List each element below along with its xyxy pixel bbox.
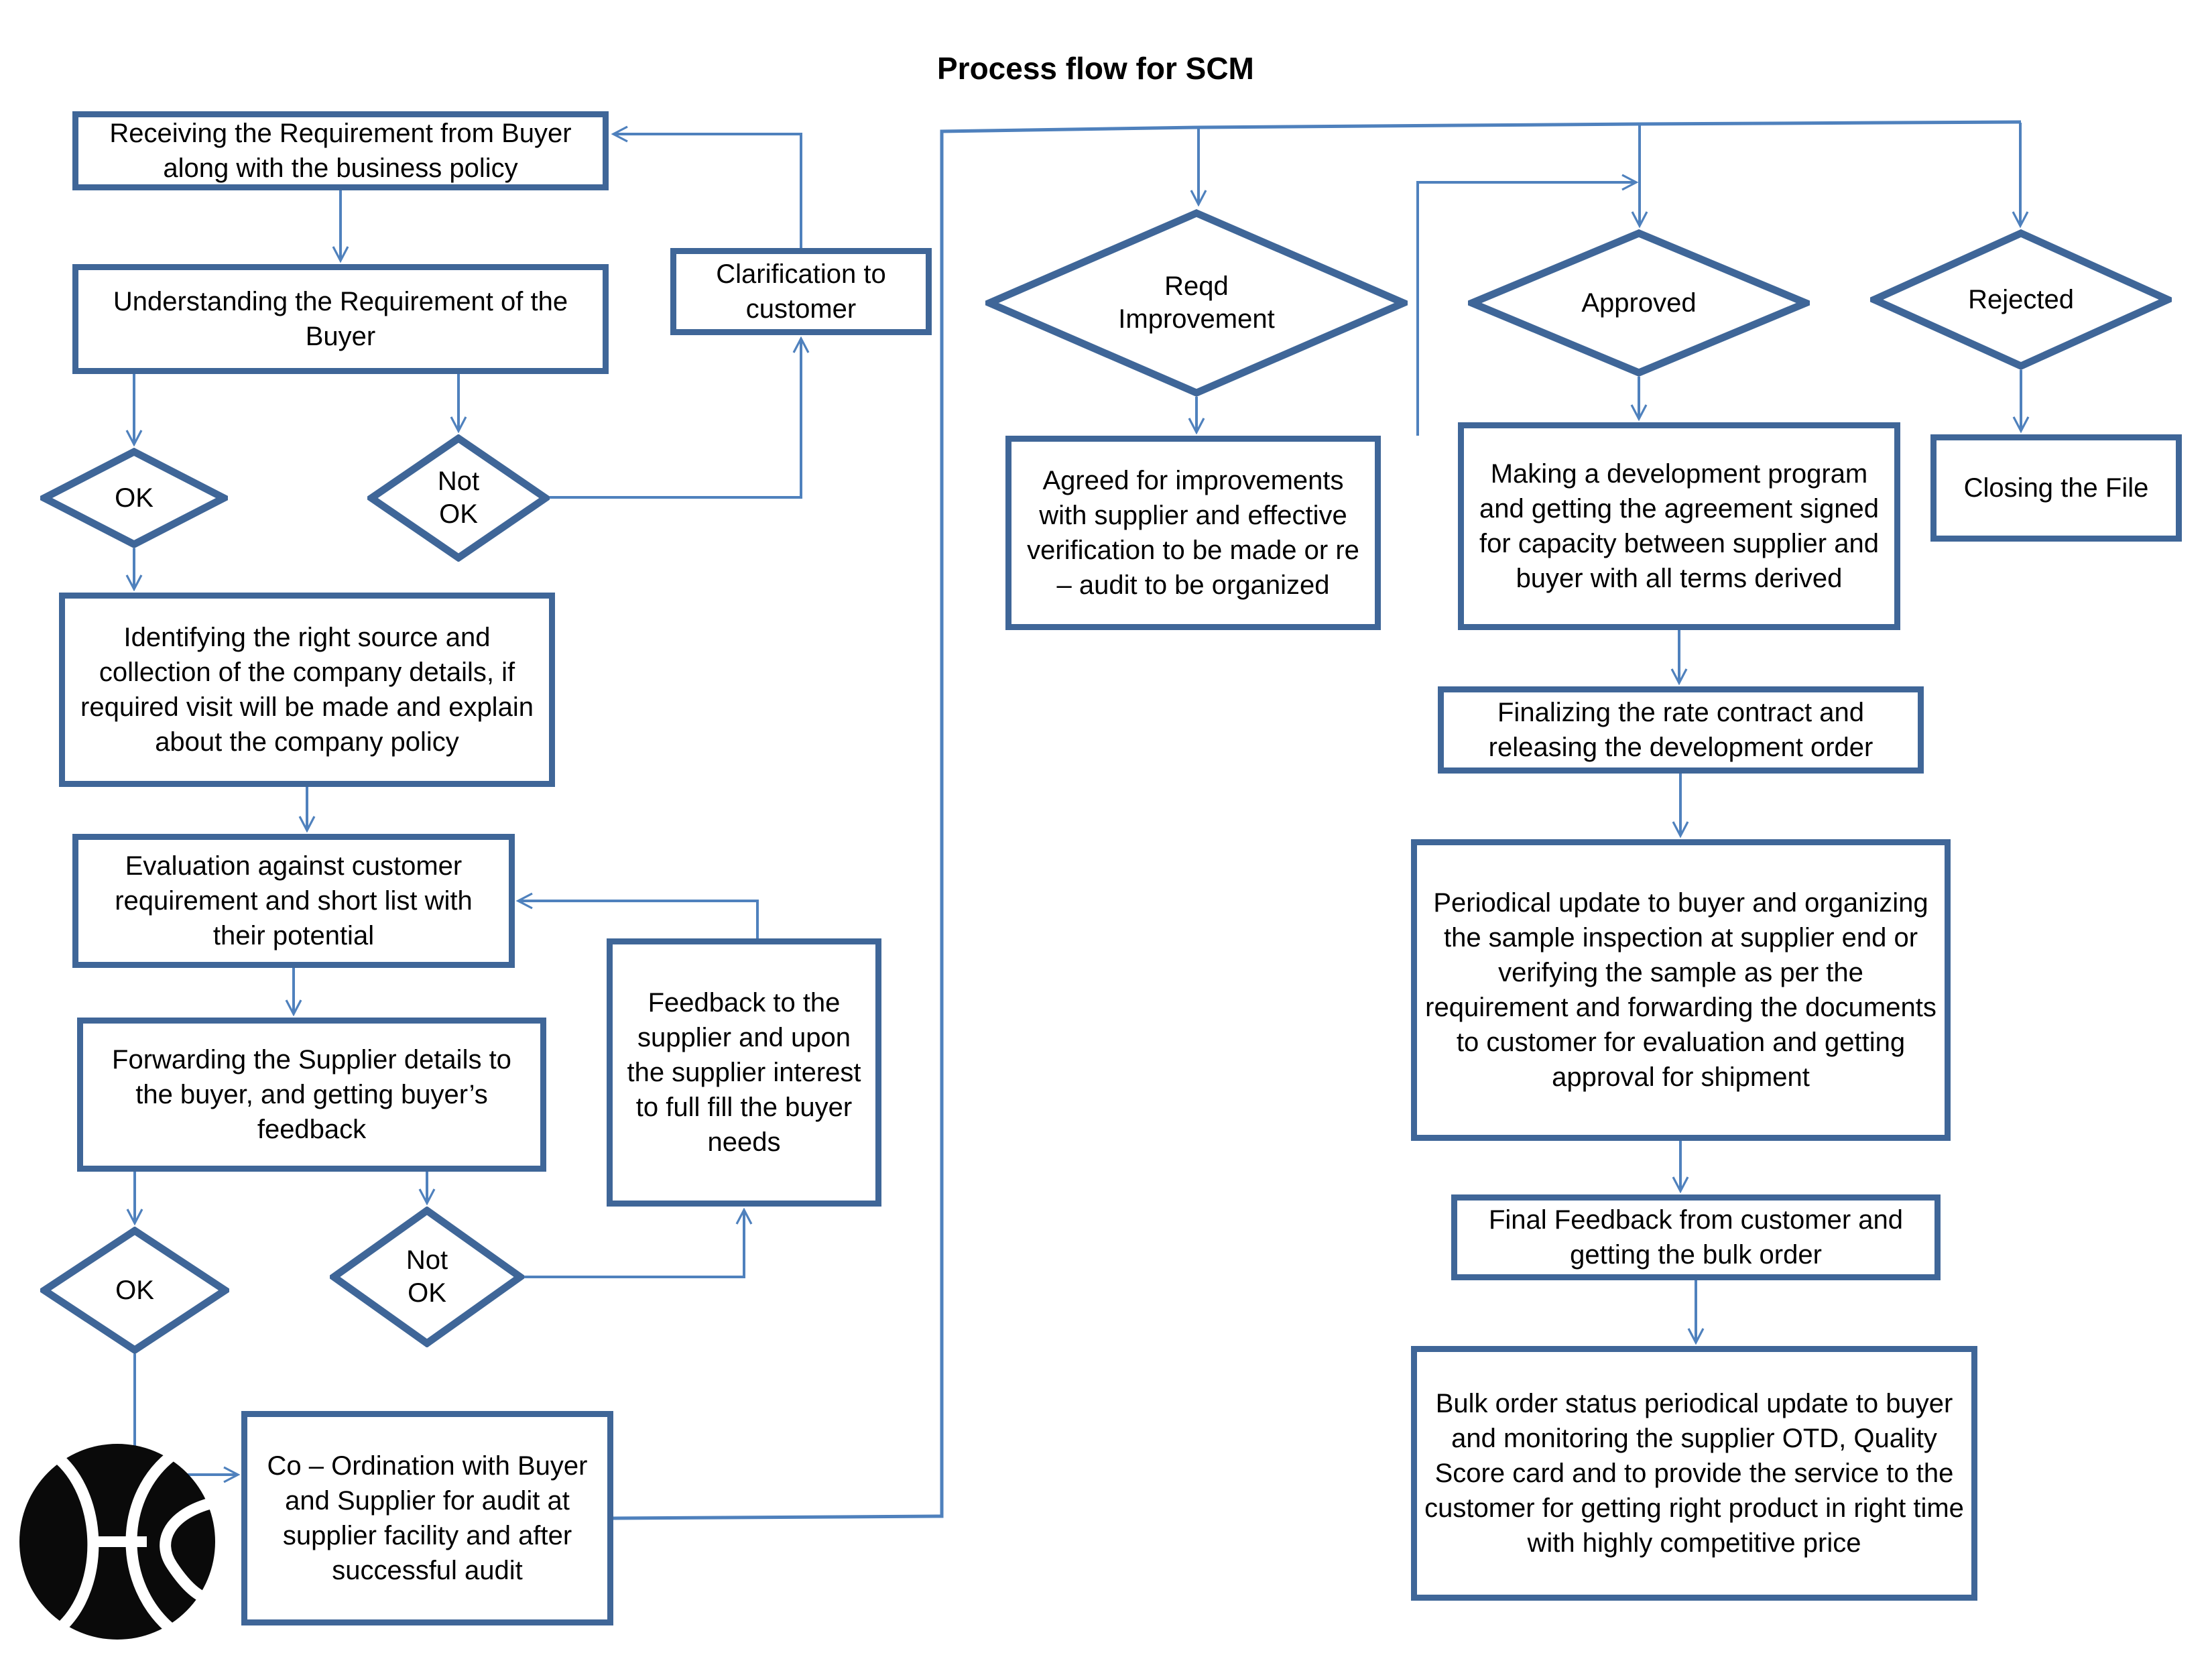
node-feedback-to-supplier[interactable]: Feedback to the supplier and upon the su… <box>607 938 881 1207</box>
diamond-shape <box>40 448 228 548</box>
node-making-development-program[interactable]: Making a development program and getting… <box>1458 422 1900 630</box>
node-label: Evaluation against customer requirement … <box>115 851 473 950</box>
node-label: Feedback to the supplier and upon the su… <box>627 988 861 1157</box>
diamond-shape <box>330 1207 524 1347</box>
node-label: Bulk order status periodical update to b… <box>1424 1389 1964 1558</box>
node-finalizing-rate-contract[interactable]: Finalizing the rate contract and releasi… <box>1438 686 1924 774</box>
node-label: Reqd Improvement <box>1118 271 1275 334</box>
node-label: Not OK <box>406 1245 448 1308</box>
node-label: Forwarding the Supplier details to the b… <box>112 1045 511 1144</box>
node-label: Approved <box>1581 288 1697 318</box>
node-label: Final Feedback from customer and getting… <box>1488 1205 1904 1270</box>
node-label: Not OK <box>437 467 480 529</box>
page-title: Process flow for SCM <box>937 51 1254 86</box>
connector-bus-drops <box>1199 123 2020 225</box>
node-coordination-audit[interactable]: Co – Ordination with Buyer and Supplier … <box>241 1411 613 1625</box>
decision-not-ok-feedback[interactable]: Not OK <box>330 1207 524 1347</box>
node-periodical-update-sample-inspection[interactable]: Periodical update to buyer and organizin… <box>1411 839 1951 1141</box>
node-label: Co – Ordination with Buyer and Supplier … <box>267 1451 588 1585</box>
decision-ok-requirement[interactable]: OK <box>40 448 228 548</box>
connector-bus <box>613 120 2022 1520</box>
node-label: Making a development program and getting… <box>1479 459 1879 593</box>
node-label: Closing the File <box>1963 473 2149 503</box>
node-label: Identifying the right source and collect… <box>80 623 534 757</box>
node-agreed-for-improvements[interactable]: Agreed for improvements with supplier an… <box>1005 436 1381 630</box>
decision-approved[interactable]: Approved <box>1468 229 1810 377</box>
node-understanding-requirement[interactable]: Understanding the Requirement of the Buy… <box>72 264 609 374</box>
diamond-shape <box>367 434 550 562</box>
node-bulk-order-status-update[interactable]: Bulk order status periodical update to b… <box>1411 1346 1977 1601</box>
decision-rejected[interactable]: Rejected <box>1870 229 2172 370</box>
node-label: Finalizing the rate contract and releasi… <box>1488 698 1873 762</box>
diamond-shape <box>1468 229 1810 377</box>
sfs-ball-logo <box>17 1441 218 1642</box>
node-label: Understanding the Requirement of the Buy… <box>113 287 568 351</box>
node-forwarding-supplier-details[interactable]: Forwarding the Supplier details to the b… <box>77 1018 546 1172</box>
decision-ok-feedback[interactable]: OK <box>40 1227 229 1354</box>
node-receiving-requirement[interactable]: Receiving the Requirement from Buyer alo… <box>72 111 609 190</box>
node-evaluation-against-requirement[interactable]: Evaluation against customer requirement … <box>72 834 515 968</box>
node-label: OK <box>115 483 153 513</box>
decision-not-ok-requirement[interactable]: Not OK <box>367 434 550 562</box>
node-clarification-to-customer[interactable]: Clarification to customer <box>670 248 932 335</box>
diamond-shape <box>40 1227 229 1354</box>
decision-reqd-improvement[interactable]: Reqd Improvement <box>985 209 1408 397</box>
node-label: Agreed for improvements with supplier an… <box>1027 466 1359 600</box>
logo-icon <box>19 1444 217 1640</box>
node-closing-the-file[interactable]: Closing the File <box>1930 434 2182 542</box>
node-label: Rejected <box>1968 284 2074 314</box>
diamond-shape <box>1870 229 2172 370</box>
node-final-feedback-bulk-order[interactable]: Final Feedback from customer and getting… <box>1451 1194 1941 1280</box>
node-label: Receiving the Requirement from Buyer alo… <box>109 119 572 183</box>
node-identifying-right-source[interactable]: Identifying the right source and collect… <box>59 593 555 787</box>
node-label: Clarification to customer <box>716 259 886 324</box>
node-label: OK <box>115 1275 154 1305</box>
node-label: Periodical update to buyer and organizin… <box>1425 888 1937 1092</box>
diamond-shape <box>985 209 1408 397</box>
